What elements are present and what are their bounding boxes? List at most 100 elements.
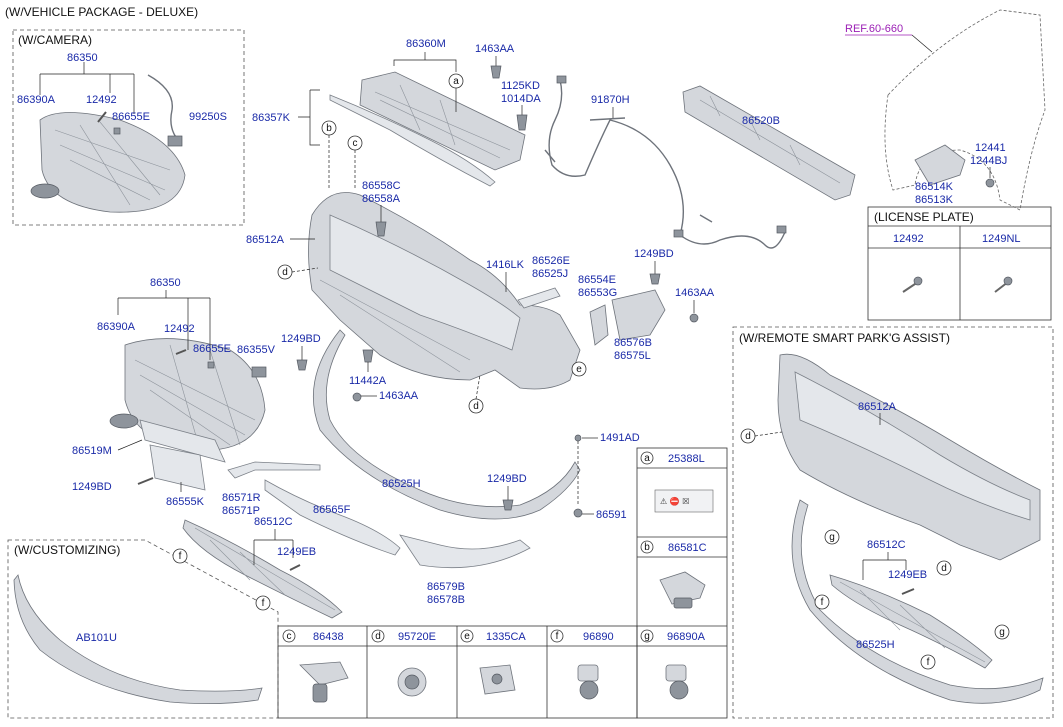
callout-f-marker-2 xyxy=(255,595,271,611)
bolt-icon-top xyxy=(516,114,528,131)
lower-grille-part xyxy=(182,519,343,619)
customizing-lip-part xyxy=(13,574,263,704)
bolt-icon-low xyxy=(502,499,514,511)
1249BD-low-label: 1249BD xyxy=(487,473,527,485)
svg-text:f: f xyxy=(179,551,182,562)
svg-text:⚠ ⛔ ☒: ⚠ ⛔ ☒ xyxy=(660,496,689,506)
1416LK-label: 1416LK xyxy=(486,259,525,271)
svg-text:b: b xyxy=(644,542,650,553)
garnish-86579B xyxy=(399,534,531,569)
front-bumper-part xyxy=(308,192,581,390)
screw-icon-2 xyxy=(994,276,1013,293)
svg-text:86438: 86438 xyxy=(313,631,344,643)
svg-text:25388L: 25388L xyxy=(668,453,705,465)
main-header: (W/VEHICLE PACKAGE - DELUXE) xyxy=(5,5,198,19)
svg-text:b: b xyxy=(326,123,332,134)
license-plate-header: (LICENSE PLATE) xyxy=(874,210,974,224)
camera-icon xyxy=(167,135,183,147)
callout-f-marker-r xyxy=(814,594,830,610)
legend-table-bottom xyxy=(277,625,727,719)
86512C-label: 86512C xyxy=(254,516,293,528)
camera-section-box xyxy=(12,29,245,226)
svg-text:95720E: 95720E xyxy=(398,631,436,643)
customizing-header: (W/CUSTOMIZING) xyxy=(14,543,120,557)
cam-86655E-label: 86655E xyxy=(112,111,150,123)
11442A-label: 11442A xyxy=(349,375,387,387)
86578B-label: 86578B xyxy=(427,594,465,606)
callout-f-marker-r2 xyxy=(920,654,936,670)
legend-table-right xyxy=(636,447,728,719)
molding-86571R xyxy=(227,461,321,479)
emblem-icon xyxy=(30,183,60,199)
lp-1249NL-label: 1249NL xyxy=(982,233,1021,245)
86512A-label: 86512A xyxy=(246,234,285,246)
svg-text:g: g xyxy=(829,532,835,543)
1463AA-low-label: 1463AA xyxy=(379,390,419,402)
bracket-icon-86558 xyxy=(375,221,387,237)
trim-86555K xyxy=(149,444,206,491)
1249BD-mid-label: 1249BD xyxy=(634,248,674,260)
r-86512C-label: 86512C xyxy=(867,539,906,551)
callout-d-marker-r2 xyxy=(936,560,952,576)
86525J-label: 86525J xyxy=(532,268,568,280)
g-86350-label: 86350 xyxy=(150,277,181,289)
91870H-label: 91870H xyxy=(591,94,630,106)
cam-86350-label: 86350 xyxy=(67,52,98,64)
lip-trim-part xyxy=(517,287,561,309)
cam-12492-label: 12492 xyxy=(86,94,117,106)
86514K-label: 86514K xyxy=(915,181,954,193)
bolt-icon-mid xyxy=(649,273,661,285)
86357K-label: 86357K xyxy=(252,112,291,124)
g-1249BD-label: 1249BD xyxy=(281,333,321,345)
r-86525H-label: 86525H xyxy=(856,639,895,651)
12441-label: 12441 xyxy=(975,142,1006,154)
rspa-bumper-part xyxy=(777,353,1044,704)
lp-12492-label: 12492 xyxy=(893,233,924,245)
molding-86519M xyxy=(139,419,226,463)
lip-86565F xyxy=(264,479,401,556)
legend-g: g 96890A xyxy=(640,629,706,700)
clip-icon xyxy=(299,661,349,686)
emblem-icon-2 xyxy=(109,413,139,429)
86554E-label: 86554E xyxy=(578,274,616,286)
r-1249EB-label: 1249EB xyxy=(888,569,927,581)
customizing-section-box xyxy=(7,539,279,719)
86513K-label: 86513K xyxy=(915,194,954,206)
1249BD-left-label: 1249BD xyxy=(72,481,112,493)
g-86390A-label: 86390A xyxy=(97,321,136,333)
warning-label-icon xyxy=(654,489,714,513)
bracket-86514K xyxy=(914,144,966,186)
svg-text:c: c xyxy=(353,138,358,149)
1463AA-top-label: 1463AA xyxy=(475,43,515,55)
seal-strip-part xyxy=(329,94,496,187)
86553G-label: 86553G xyxy=(578,287,617,299)
svg-text:d: d xyxy=(375,631,381,642)
86360M-label: 86360M xyxy=(406,38,446,50)
rspa-section-box xyxy=(732,326,1054,719)
g-86655E-label: 86655E xyxy=(193,343,231,355)
86575L-label: 86575L xyxy=(614,350,651,362)
svg-text:e: e xyxy=(464,631,470,642)
holder-icon xyxy=(577,664,599,682)
svg-text:e: e xyxy=(576,364,582,375)
camera-grille-part xyxy=(30,74,186,213)
absorber-part xyxy=(682,85,856,201)
svg-text:g: g xyxy=(644,631,650,642)
svg-text:d: d xyxy=(745,431,751,442)
legend-e: e 1335CA xyxy=(460,629,526,695)
86520B-label: 86520B xyxy=(742,115,780,127)
svg-text:96890A: 96890A xyxy=(667,631,706,643)
svg-text:d: d xyxy=(473,401,479,412)
camera-header: (W/CAMERA) xyxy=(18,33,92,47)
86555K-label: 86555K xyxy=(166,496,205,508)
bolt-icon-grille xyxy=(296,359,308,371)
86526E-label: 86526E xyxy=(532,255,570,267)
camera-bracket-icon xyxy=(251,366,267,378)
screw-icon-fender xyxy=(985,178,995,188)
86525H-label: 86525H xyxy=(382,478,421,490)
wiring-harness-part xyxy=(544,75,787,249)
86519M-label: 86519M xyxy=(72,445,112,457)
fender-ref-part xyxy=(884,9,1046,211)
upper-bracket-part xyxy=(329,71,526,187)
86576B-label: 86576B xyxy=(614,337,652,349)
